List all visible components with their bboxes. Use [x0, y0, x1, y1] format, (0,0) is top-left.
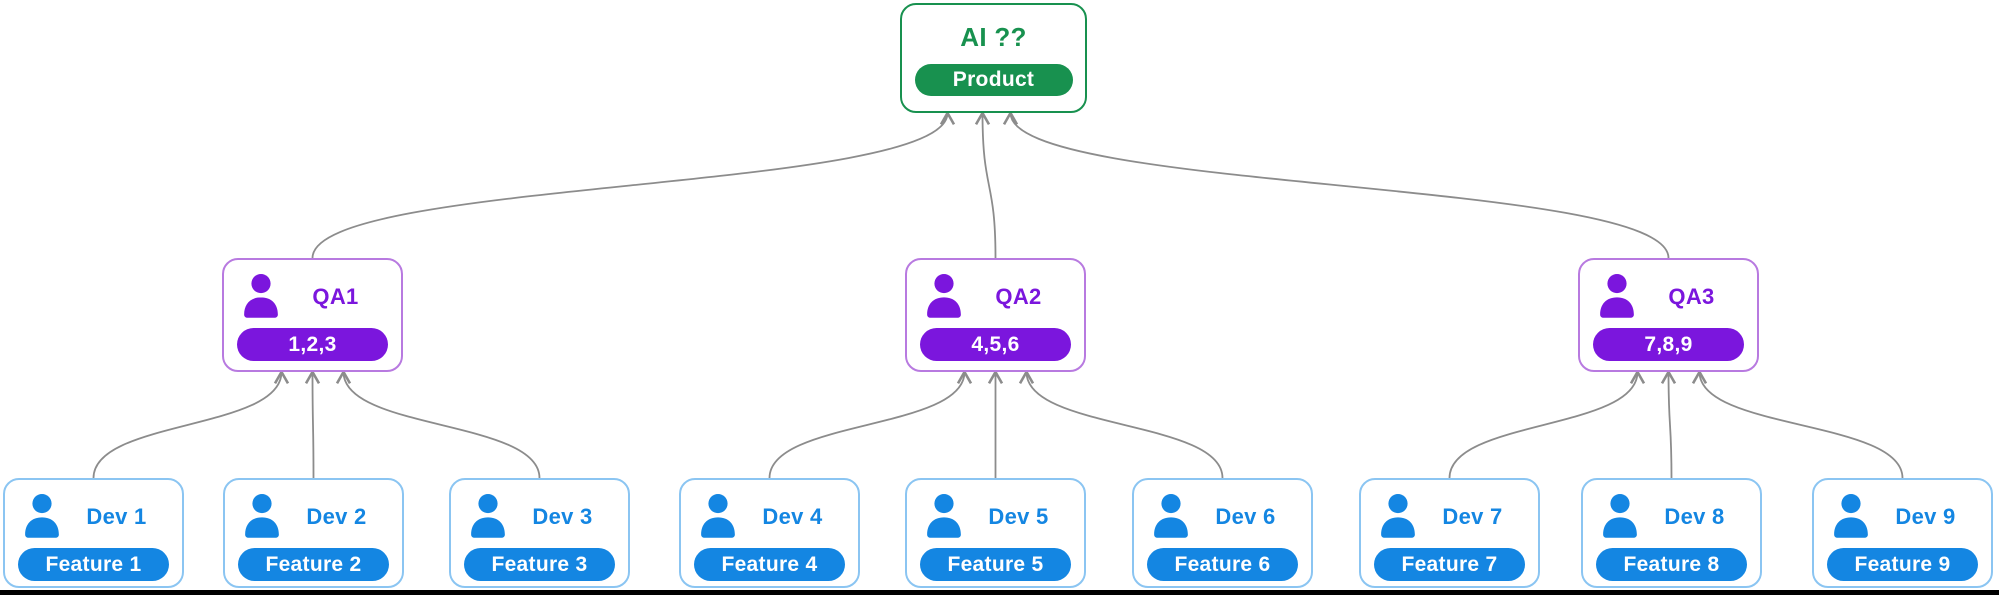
- person-icon: [471, 494, 505, 538]
- node-dev6: Dev 6 Feature 6: [1132, 478, 1313, 588]
- node-header: Dev 7: [1361, 480, 1538, 545]
- edge-arrow: [1448, 372, 1638, 479]
- person-icon: [1834, 494, 1868, 538]
- node-header: Dev 5: [907, 480, 1084, 545]
- node-title: QA2: [995, 284, 1042, 309]
- edge-arrow: [1027, 372, 1224, 479]
- feature-badge: Feature 9: [1827, 548, 1978, 581]
- feature-badge: Feature 5: [920, 548, 1071, 581]
- feature-badge: Feature 1: [18, 548, 169, 581]
- edge-arrow: [1011, 113, 1670, 259]
- person-icon: [1603, 494, 1637, 538]
- person-icon: [1381, 494, 1415, 538]
- product-badge: Product: [914, 64, 1073, 96]
- node-header: QA2: [907, 260, 1084, 325]
- node-title: Dev 4: [762, 504, 823, 529]
- node-header: Dev 4: [681, 480, 858, 545]
- edge-arrow: [983, 113, 997, 259]
- node-header: Dev 8: [1583, 480, 1760, 545]
- edge-arrow: [313, 372, 314, 479]
- feature-badge: Feature 8: [1596, 548, 1747, 581]
- node-header: Dev 3: [451, 480, 628, 545]
- feature-badge: Feature 3: [464, 548, 615, 581]
- node-qa2: QA2 4,5,6: [905, 258, 1086, 372]
- node-qa3: QA3 7,8,9: [1578, 258, 1759, 372]
- feature-badge: Feature 2: [238, 548, 389, 581]
- person-icon: [927, 494, 961, 538]
- node-title: Dev 7: [1442, 504, 1503, 529]
- node-title: Dev 5: [988, 504, 1049, 529]
- node-qa1: QA1 1,2,3: [222, 258, 403, 372]
- node-title: Dev 3: [532, 504, 593, 529]
- window-bottom-edge: [0, 590, 1999, 595]
- node-dev8: Dev 8 Feature 8: [1581, 478, 1762, 588]
- person-icon: [244, 274, 278, 318]
- assignment-badge: 1,2,3: [237, 328, 388, 361]
- person-icon: [927, 274, 961, 318]
- node-title: QA1: [312, 284, 359, 309]
- node-header: Dev 9: [1814, 480, 1991, 545]
- feature-badge: Feature 7: [1374, 548, 1525, 581]
- node-title: Dev 2: [306, 504, 367, 529]
- node-ai-product: AI ?? Product: [900, 3, 1087, 113]
- person-icon: [701, 494, 735, 538]
- edge-arrow: [311, 113, 948, 259]
- node-dev9: Dev 9 Feature 9: [1812, 478, 1993, 588]
- node-header: Dev 6: [1134, 480, 1311, 545]
- person-icon: [245, 494, 279, 538]
- person-icon: [1600, 274, 1634, 318]
- node-title: QA3: [1668, 284, 1715, 309]
- node-dev1: Dev 1 Feature 1: [3, 478, 184, 588]
- assignment-badge: 4,5,6: [920, 328, 1071, 361]
- node-header: Dev 1: [5, 480, 182, 545]
- node-dev5: Dev 5 Feature 5: [905, 478, 1086, 588]
- edge-arrow: [344, 372, 541, 479]
- node-dev4: Dev 4 Feature 4: [679, 478, 860, 588]
- node-header: Dev 2: [225, 480, 402, 545]
- node-dev3: Dev 3 Feature 3: [449, 478, 630, 588]
- feature-badge: Feature 4: [694, 548, 845, 581]
- node-title: Dev 9: [1895, 504, 1956, 529]
- assignment-badge: 7,8,9: [1593, 328, 1744, 361]
- node-title: Dev 8: [1664, 504, 1725, 529]
- node-dev7: Dev 7 Feature 7: [1359, 478, 1540, 588]
- node-title: Dev 6: [1215, 504, 1276, 529]
- node-title: Dev 1: [86, 504, 147, 529]
- feature-badge: Feature 6: [1147, 548, 1298, 581]
- node-dev2: Dev 2 Feature 2: [223, 478, 404, 588]
- edge-arrow: [92, 372, 282, 479]
- node-header: QA3: [1580, 260, 1757, 325]
- person-icon: [25, 494, 59, 538]
- node-title: AI ??: [960, 22, 1027, 52]
- edge-arrow: [1669, 372, 1672, 479]
- person-icon: [1154, 494, 1188, 538]
- node-header: QA1: [224, 260, 401, 325]
- edge-arrow: [768, 372, 965, 479]
- edge-arrow: [1700, 372, 1904, 479]
